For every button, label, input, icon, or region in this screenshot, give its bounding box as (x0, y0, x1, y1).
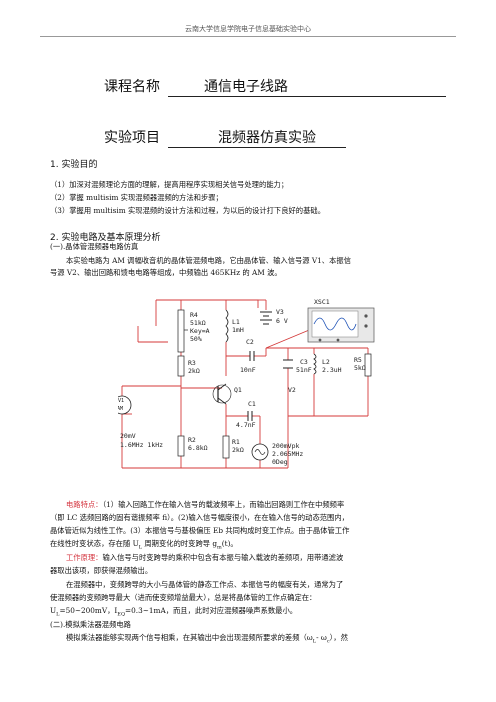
text-span: =50~200mV，I (59, 606, 118, 615)
label-l1: L1 (232, 318, 240, 326)
value-c3: 51nF (296, 366, 312, 374)
value-v1-amp: 20mV (120, 432, 136, 440)
value-v2-phase: 0Deg (272, 458, 288, 466)
value-v2-freq: 2.065MHz (272, 450, 303, 458)
project-value: 混频器仿真实验 (218, 130, 316, 146)
text-span: 在线性时变状态，存在随 U (50, 539, 139, 548)
section-1-title: 1. 实验目的 (50, 160, 98, 170)
value-v2-amp: 200mVpk (272, 442, 299, 450)
label-q1: Q1 (234, 386, 242, 394)
objective-item: （1）加深对混频理论方面的理解，提高用程序实现相关信号处理的能力； (50, 180, 289, 189)
principle-label: 工作原理： (66, 553, 103, 562)
text-span: =0.3~1mA，而且，此时对应混频器噪声系数最小。 (125, 606, 298, 615)
features-text: （1）输入回路工作在输入信号的载波频率上，而输出回路则工作在中频频率 (102, 500, 345, 509)
paragraph-line: 号源 V2、输出回路和馈电电路等组成，中频输出 465KHz 的 AM 波。 (50, 268, 282, 277)
project-underline (168, 147, 346, 148)
paragraph-line: 模拟乘法器能够实现两个信号相乘，在其输出中会出现混频所要求的差频（ωL- ωc）… (66, 633, 348, 645)
principle-text: 输入信号与时变跨导的乘积中包含有本振与输入载波的差频项，用带通滤波 (102, 553, 344, 562)
header-divider (40, 36, 456, 37)
paragraph-line: 工作原理：输入信号与时变跨导的乘积中包含有本振与输入载波的差频项，用带通滤波 (66, 552, 343, 563)
text-span: 模拟乘法器能够实现两个信号相乘，在其输出中会出现混频所要求的差频（ω (66, 633, 313, 642)
label-r4: R4 (190, 311, 198, 319)
section-2-title: 2. 实验电路及基本原理分析 (50, 233, 161, 243)
label-r1: R1 (232, 438, 240, 446)
paragraph-line: 在混频器中，变频跨导的大小与晶体管的静态工作点、本振信号的幅度有关，通常为了 (66, 580, 344, 589)
value-r4: 51kΩ (190, 319, 206, 327)
value-l1: 1mH (232, 326, 244, 334)
key-r4: Key=A (190, 327, 210, 335)
text-span: U (50, 606, 57, 615)
label-v3: V3 (276, 308, 284, 316)
course-underline (168, 96, 446, 97)
subsection-2-title: (二).模拟乘法器混频电路 (50, 620, 131, 629)
value-c1: 4.7nF (236, 421, 256, 429)
label-r3: R3 (188, 359, 196, 367)
value-v1-freq: 1.6MHz 1kHz (120, 441, 163, 449)
subsection-1-title: (一).晶体管混频器电路仿真 (50, 242, 139, 251)
paragraph-line: UL=50~200mV，IEQ=0.3~1mA，而且，此时对应混频器噪声系数最小… (50, 606, 298, 618)
value-c2: 10nF (240, 366, 256, 374)
label-v1: V1 (118, 398, 124, 404)
label-l2: L2 (322, 358, 330, 366)
label-c2: C2 (246, 338, 254, 346)
label-xsc1: XSC1 (314, 298, 330, 306)
paragraph-line: 使混频器的变频跨导最大（进而使变频增益最大），总是将晶体管的工作点确定在： (50, 593, 317, 602)
text-span: (t)。 (221, 539, 238, 548)
label-c3: C3 (300, 358, 308, 366)
paragraph-line: （即 LC 选频回路的固有谐振频率 fi）。(2)输入信号幅度很小，在在输入信号… (50, 513, 349, 522)
type-v1: AM (118, 406, 123, 412)
paragraph-line: 晶体管近似为线性工作。(3）本振信号与基极偏压 Eb 共同构成时变工作点。由于晶… (50, 526, 350, 535)
percent-r4: 50% (190, 335, 202, 343)
course-value: 通信电子线路 (204, 79, 288, 95)
objective-item: （3）掌握用 multisim 实现混频的设计方法和过程，为以后的设计打下良好的… (50, 206, 325, 215)
course-label: 课程名称 (104, 79, 160, 95)
label-r2: R2 (188, 436, 196, 444)
paragraph-line: 器取出该项，即获得混频输出。 (50, 566, 153, 575)
text-span: - ω (316, 633, 327, 642)
mixer-circuit-schematic: R4 51kΩ Key=A 50% R3 2kΩ L1 1mH V3 6 V C… (118, 298, 375, 469)
paragraph-line: 电路特点：（1）输入回路工作在输入信号的载波频率上，而输出回路则工作在中频频率 (66, 499, 344, 510)
project-label: 实验项目 (104, 130, 160, 146)
value-r5: 5kΩ (354, 364, 366, 372)
value-r2: 6.8kΩ (188, 444, 208, 452)
label-v2: V2 (288, 386, 296, 394)
text-span: ），然 (329, 633, 348, 642)
text-span: 周期变化的时变跨导 g (142, 539, 218, 548)
value-v3: 6 V (276, 317, 288, 325)
page-header: 云南大学信息学院电子信息基础实验中心 (185, 25, 311, 33)
value-l2: 2.3uH (322, 366, 342, 374)
features-label: 电路特点： (66, 500, 103, 509)
label-c1: C1 (248, 400, 256, 408)
objective-item: （2）掌握 multisim 实现混频器混频的方法和步骤； (50, 193, 223, 202)
value-r1: 2kΩ (232, 446, 244, 454)
value-r3: 2kΩ (188, 367, 200, 375)
label-r5: R5 (354, 356, 362, 364)
paragraph-line: 在线性时变状态，存在随 UL 周期变化的时变跨导 gm(t)。 (50, 539, 238, 551)
paragraph-line: 本实验电路为 AM 调幅收音机的晶体管混频电路，它由晶体管、输入信号源 V1、本… (66, 256, 351, 265)
